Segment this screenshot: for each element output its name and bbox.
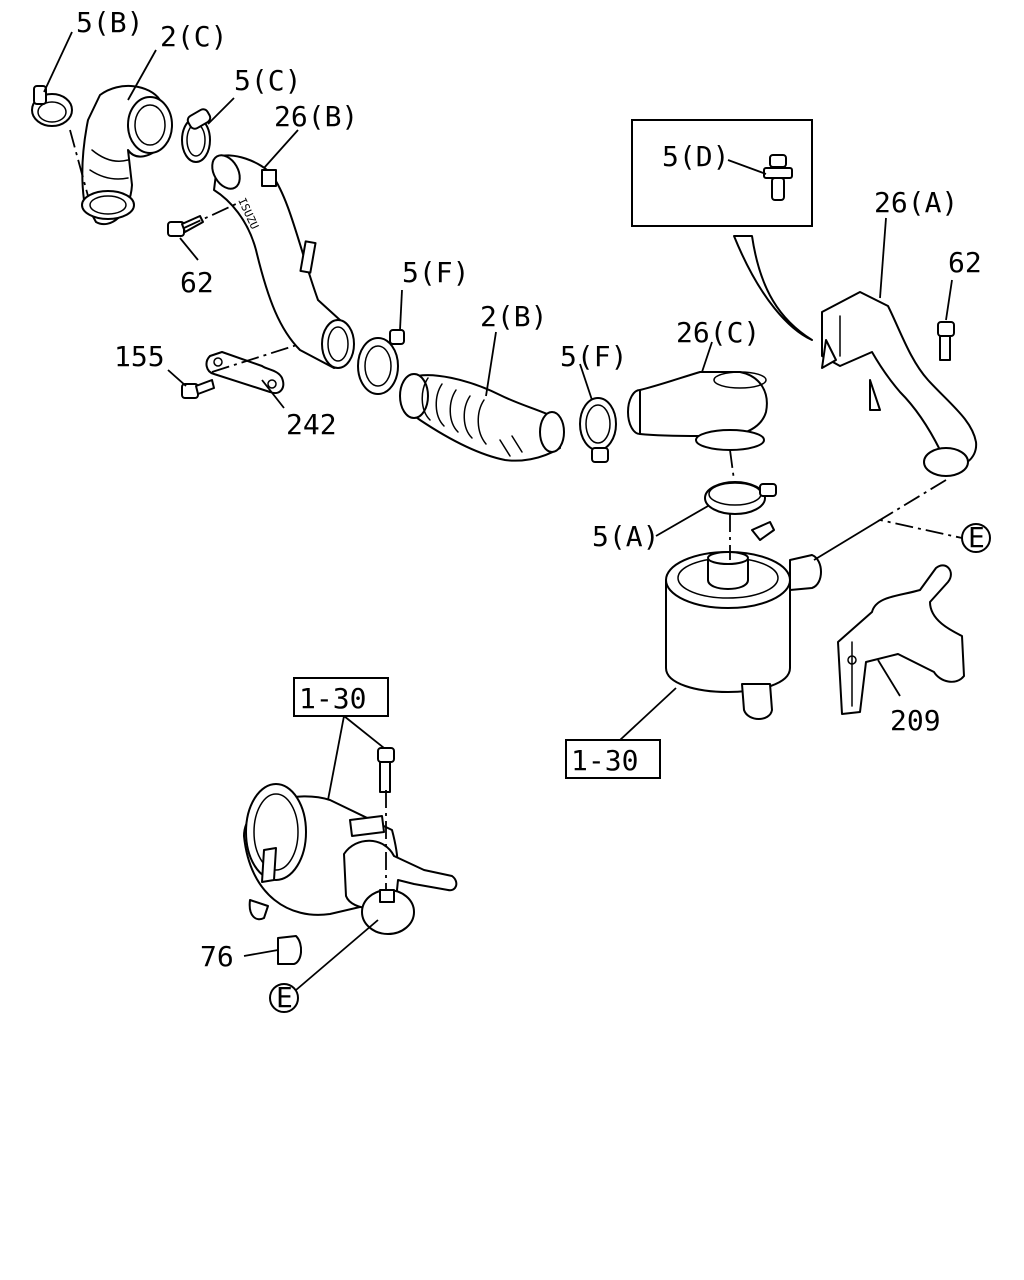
label-bolt-155: 155 [114,340,165,373]
elbow-hose-2c [81,84,173,226]
bolt-mount [377,747,395,793]
clamp-5b [31,85,73,127]
label-clamp-5b: 5(B) [76,6,143,39]
label-bolt-62-left: 62 [180,266,214,299]
inset-box-5d [631,119,813,341]
label-duct-26a: 26(A) [874,186,958,219]
clamp-5a [704,481,777,515]
ref-box-1-30-right [565,739,661,779]
label-cap-76: 76 [200,940,234,973]
bracket-242 [205,351,285,394]
label-ref-1-30-right: 1-30 [571,744,638,777]
cap-76 [277,935,302,965]
label-clamp-5a: 5(A) [592,520,659,553]
label-clamp-5c: 5(C) [234,64,301,97]
clamp-5c [181,108,212,163]
bracket-209 [837,564,965,715]
label-hose-2b: 2(B) [480,300,547,333]
label-ref-1-30-left: 1-30 [299,682,366,715]
label-clamp-5f-left: 5(F) [402,256,469,289]
label-duct-26c: 26(C) [676,316,760,349]
bolt-155 [181,379,215,399]
duct-26b: ISUZU [211,154,355,369]
duct-26c [627,371,768,451]
label-ref-e-left: E [276,981,293,1014]
label-bracket-209: 209 [890,704,941,737]
label-ref-e-right: E [968,521,985,554]
label-bracket-242: 242 [286,408,337,441]
bolt-62-right [937,321,955,361]
ref-circle-e-left [269,983,299,1013]
corrugated-hose-2b [399,373,565,462]
air-cleaner-assembly-mounted [243,783,458,935]
clamp-5f-right [579,397,617,463]
label-duct-26b: 26(B) [274,100,358,133]
label-bolt-62-right: 62 [948,246,982,279]
air-cleaner-assembly [665,521,822,720]
bolt-62-left [167,215,204,237]
label-clamp-5f-right: 5(F) [560,340,627,373]
duct-26a [821,291,978,477]
clamp-5f-left [357,329,405,395]
ref-box-1-30-left [293,677,389,717]
label-clamp-5d: 5(D) [662,140,729,173]
inset-pointer-arrow [733,235,813,341]
label-hose-2c: 2(C) [160,20,227,53]
